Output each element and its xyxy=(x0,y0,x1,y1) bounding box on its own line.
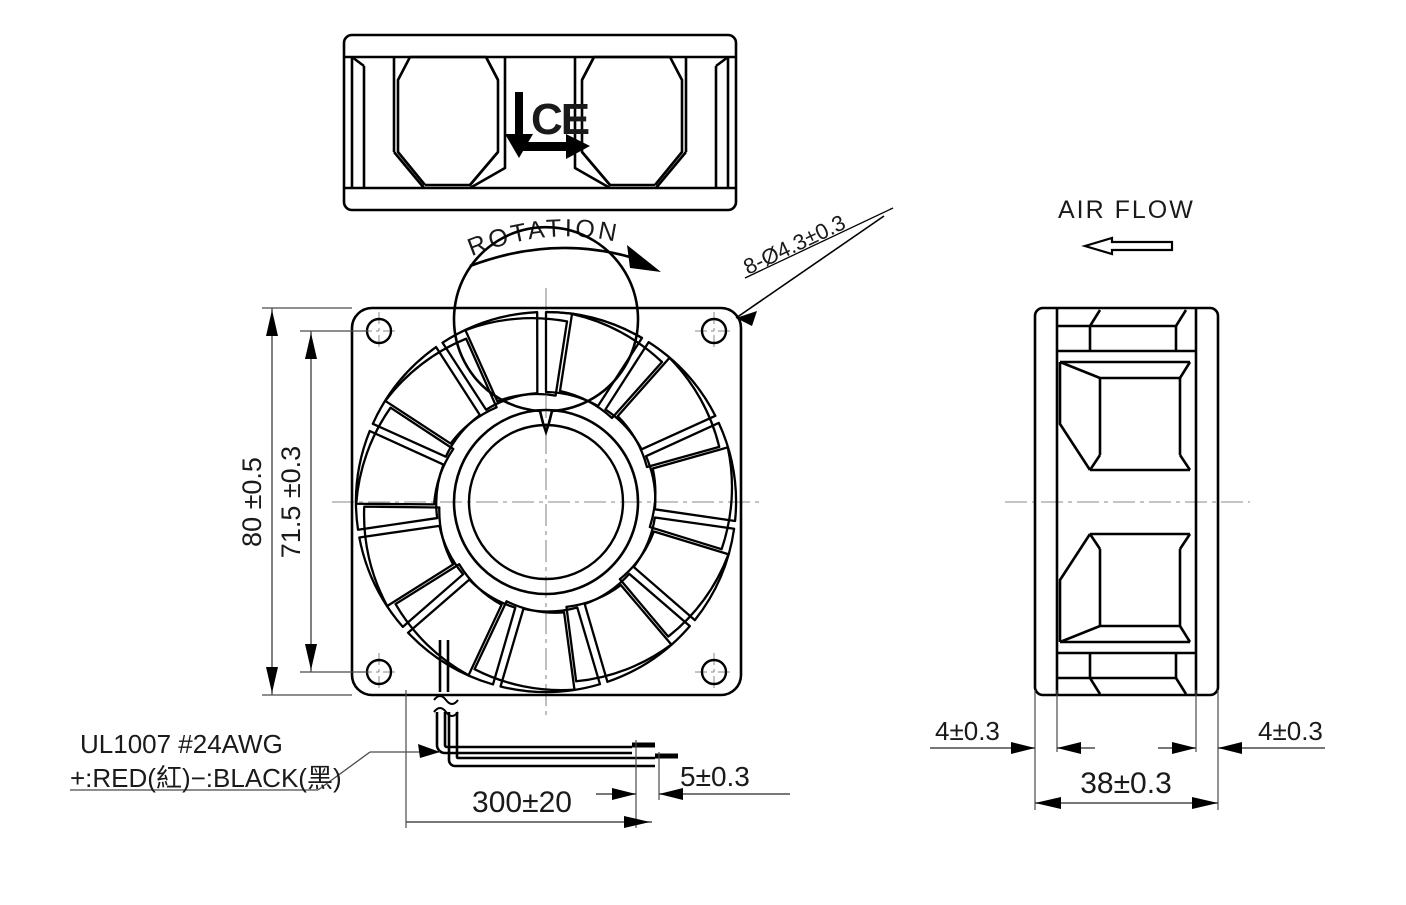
hole-callout-arrowhead xyxy=(736,311,757,326)
side-view-bot-cav-bevel xyxy=(1174,677,1188,695)
mounting-hole-bottom-right xyxy=(700,658,728,686)
top-view-left-cavity-inner xyxy=(396,56,427,186)
rotation-arc xyxy=(469,246,647,268)
side-view-lower-blade-taper xyxy=(1058,533,1092,642)
curved-arrow-icon xyxy=(627,245,661,272)
side-view-upper-blade-bevel-a xyxy=(1178,361,1192,379)
hole-callout-underline xyxy=(744,207,894,279)
top-view-left-cavity-bevel-a xyxy=(484,56,500,81)
top-view-left-cavity-outer xyxy=(410,55,500,187)
dim-height-outer-label: 80 ±0.5 xyxy=(237,457,267,547)
top-view-left-strut-foot xyxy=(393,151,425,189)
dim-flange-right-label: 4±0.3 xyxy=(1258,716,1323,746)
mounting-hole-top-right xyxy=(700,317,728,345)
wire-spec-label: UL1007 #24AWG xyxy=(80,729,283,759)
dim-hole-pitch-label: 71.5 ±0.3 xyxy=(276,446,306,558)
top-view-left-cavity-edge xyxy=(469,57,507,190)
dim-lead-length-label: 300±20 xyxy=(472,786,572,819)
wire-note-arrowhead xyxy=(418,744,440,758)
dim-depth-label: 38±0.3 xyxy=(1080,767,1172,800)
dim-height-outer: 80 ±0.5 xyxy=(237,308,278,695)
air-flow-label: AIR FLOW xyxy=(1058,196,1195,224)
top-view-right-cavity-bevel-a xyxy=(580,56,596,81)
side-view-top-cav-bevel xyxy=(1174,309,1188,327)
top-view-right-strut-foot xyxy=(655,151,687,189)
side-view-upper-blade-taper xyxy=(1058,362,1092,471)
dim-hole-pitch: 71.5 ±0.3 xyxy=(276,331,317,672)
dim-flange-left-label: 4±0.3 xyxy=(935,716,1000,746)
top-view-right-cavity-bevel-b xyxy=(581,151,611,186)
lead-length-dimensions: 300±20 5±0.3 xyxy=(405,690,790,828)
side-view-upper-blade-bevel-c xyxy=(1178,454,1192,471)
dim-lead-strip-label: 5±0.3 xyxy=(680,761,750,792)
top-view-left-post-bevel xyxy=(351,55,365,68)
top-view-right-cavity-inner xyxy=(653,56,684,186)
wire-note-leader-a xyxy=(317,751,371,791)
side-view-lower-blade-bevel-c xyxy=(1178,533,1192,550)
air-flow-indicator: AIR FLOW xyxy=(1058,196,1195,256)
side-view-outer-frame xyxy=(1033,306,1220,697)
front-view-vertical-dimensions: 80 ±0.5 71.5 ±0.3 xyxy=(237,307,368,696)
top-view-right-cavity-edge xyxy=(573,57,611,190)
dim-lead-strip: 5±0.3 xyxy=(596,761,790,800)
impeller-hub xyxy=(452,225,640,596)
top-view-outer-frame xyxy=(342,33,738,212)
right-arrow-icon xyxy=(519,134,590,159)
top-view-right-post-bevel xyxy=(715,55,729,68)
side-view-lower-blade-bevel-a xyxy=(1178,625,1192,643)
top-view-right-cavity-outer xyxy=(580,55,670,187)
top-view-left-cavity-bevel-b xyxy=(469,151,499,186)
ce-marking-group: CE xyxy=(505,92,591,159)
dim-flange-right: 4±0.3 xyxy=(1158,716,1325,754)
front-view-frame xyxy=(350,306,743,697)
impeller-blades xyxy=(354,310,738,694)
dim-depth: 38±0.3 xyxy=(1035,767,1218,809)
side-view-upper-blade-bevel-b xyxy=(1088,454,1102,471)
left-arrow-icon xyxy=(1081,236,1174,256)
top-edge-view xyxy=(342,33,738,212)
wire-polarity-label: +:RED(紅)−:BLACK(黑) xyxy=(70,763,342,793)
dim-flange-left: 4±0.3 xyxy=(930,716,1095,754)
side-view-dimensions: 4±0.3 4±0.3 38±0.3 xyxy=(930,690,1325,810)
front-view xyxy=(332,225,762,768)
dim-lead-length: 300±20 xyxy=(406,786,652,828)
ce-mark-label: CE xyxy=(531,95,589,144)
fan-lead-wires xyxy=(433,640,678,768)
wire-spec-note: UL1007 #24AWG +:RED(紅)−:BLACK(黑) xyxy=(70,729,440,793)
side-view-lower-blade-bevel-b xyxy=(1088,533,1102,550)
side-view xyxy=(1005,306,1250,697)
hole-callout-leader xyxy=(735,215,885,319)
